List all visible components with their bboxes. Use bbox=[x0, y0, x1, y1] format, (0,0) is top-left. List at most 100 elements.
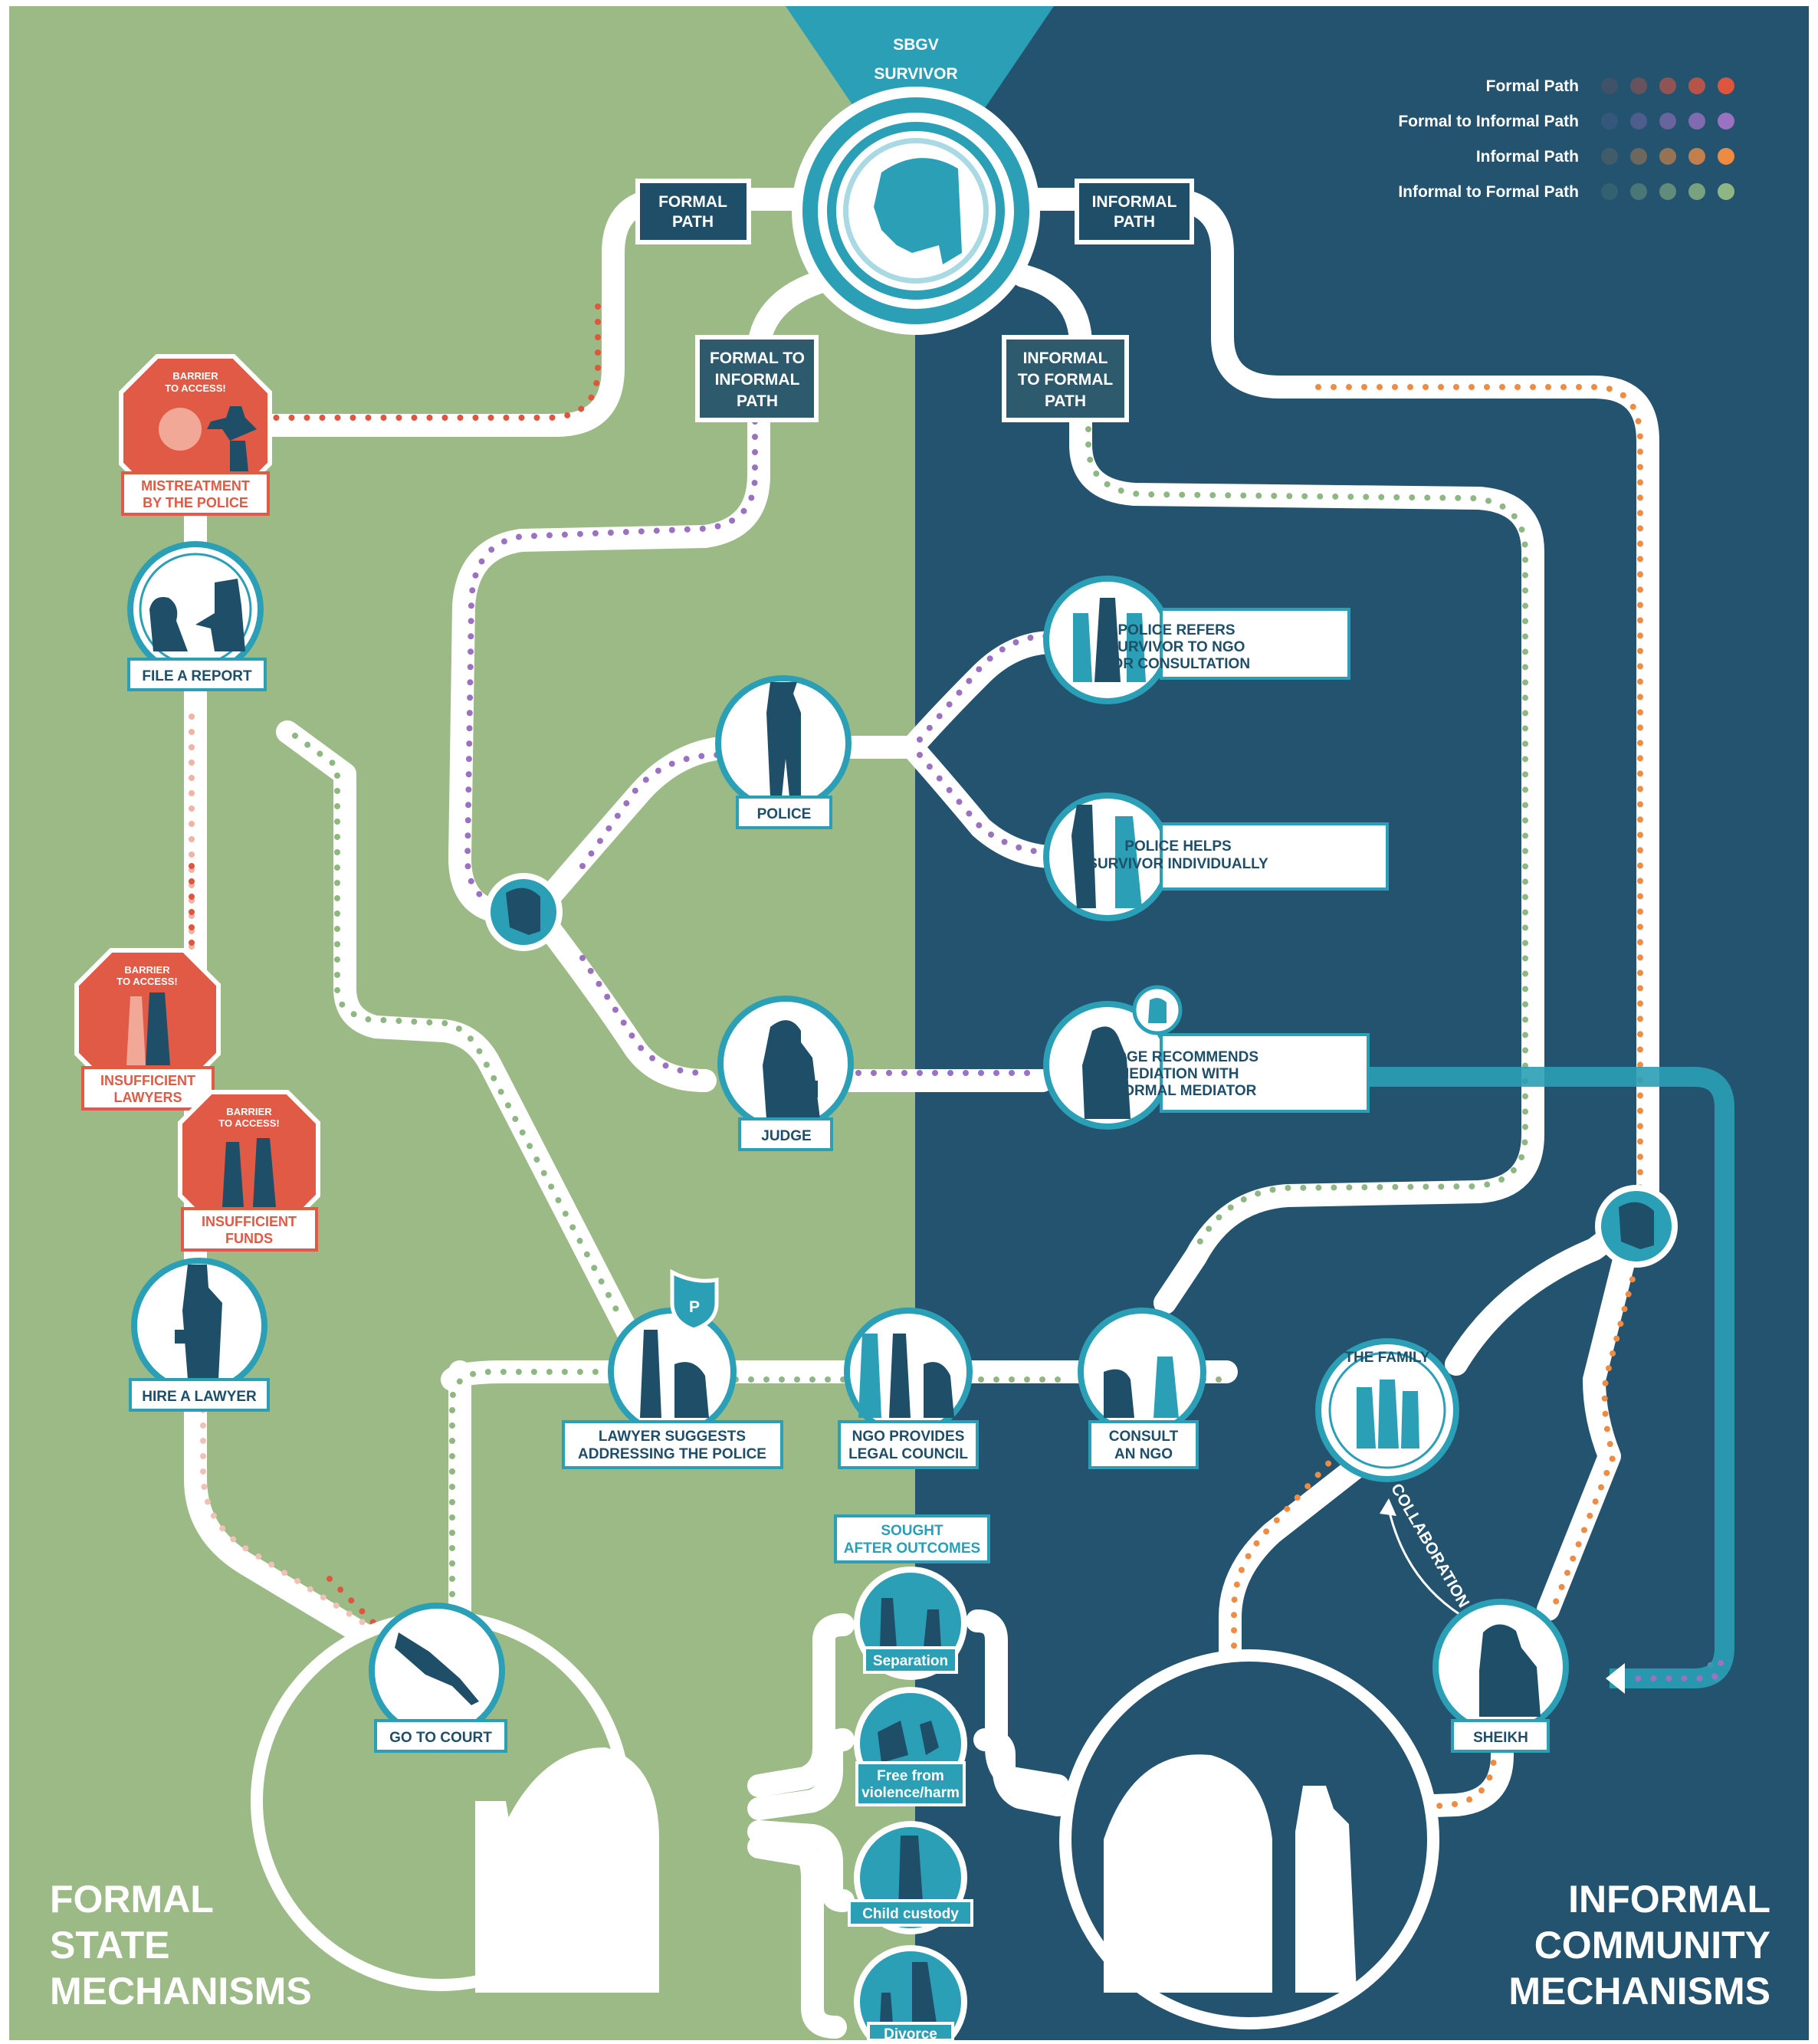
mediation-connector bbox=[1364, 1067, 1734, 1688]
survivor-informal-head-icon bbox=[1104, 1754, 1272, 1993]
report-people-icon bbox=[149, 579, 245, 651]
judge-rec-l1: JUDGE RECOMMENDS bbox=[1098, 1049, 1258, 1065]
survivor-badge: SBGV SURVIVOR bbox=[786, 6, 1054, 335]
lawyer-client-icon bbox=[889, 1334, 954, 1418]
ngo-worker-icon bbox=[858, 1334, 881, 1418]
formal-path-l1: FORMAL bbox=[658, 193, 727, 211]
formal-path-box: FORMAL PATH bbox=[635, 179, 751, 244]
legend-dot-2-1 bbox=[1630, 148, 1647, 165]
barrier-funds-heading-l1: BARRIER bbox=[226, 1106, 272, 1117]
informal-title-l3: MECHANISMS bbox=[1508, 1970, 1770, 2013]
police-refers-l2: SURVIVOR TO NGO bbox=[1108, 639, 1245, 655]
formal-to-informal-box: FORMAL TO INFORMAL PATH bbox=[695, 335, 819, 422]
survivor-head-icon bbox=[874, 158, 962, 264]
divorce-icon bbox=[880, 1962, 937, 2023]
node-ngo-legal: NGO PROVIDES LEGAL COUNCIL bbox=[838, 1307, 979, 1469]
informal-big-circle bbox=[1059, 1649, 1439, 2029]
f2i-l3: PATH bbox=[737, 392, 778, 410]
ngo-workers-icon bbox=[1073, 613, 1146, 682]
legend-dot-0-1 bbox=[1630, 77, 1647, 94]
informal-section-title: INFORMAL COMMUNITY MECHANISMS bbox=[1508, 1878, 1770, 2013]
separation-label: Separation bbox=[873, 1653, 948, 1669]
free-l2: violence/harm bbox=[861, 1785, 960, 1801]
sheikh-icon bbox=[1479, 1624, 1541, 1717]
informal-title-l2: COMMUNITY bbox=[1534, 1924, 1770, 1967]
barrier-funds: BARRIER TO ACCESS! INSUFFICIENT FUNDS bbox=[178, 1090, 320, 1252]
node-family: THE FAMILY bbox=[1315, 1338, 1459, 1482]
badge-line2: SURVIVOR bbox=[874, 65, 957, 83]
node-file-report: FILE A REPORT bbox=[127, 541, 267, 691]
police-helps-l2: SURVIVOR INDIVIDUALLY bbox=[1088, 856, 1268, 872]
legend-dot-0-0 bbox=[1601, 77, 1618, 94]
consult-ngo-l2: AN NGO bbox=[1114, 1446, 1173, 1462]
survivor-standing-icon bbox=[1115, 816, 1142, 908]
node-survivor-junction bbox=[484, 873, 563, 951]
outcomes-title-l1: SOUGHT bbox=[881, 1523, 943, 1539]
i2f-l1: INFORMAL bbox=[1023, 349, 1108, 367]
outcome-custody: Child custody bbox=[848, 1821, 973, 1934]
parking-badge-text: P bbox=[689, 1298, 700, 1316]
hire-lawyer-label: HIRE A LAWYER bbox=[142, 1389, 257, 1405]
lawyer-suggests-l1: LAWYER SUGGESTS bbox=[599, 1429, 746, 1445]
outcomes-title: SOUGHT AFTER OUTCOMES bbox=[834, 1514, 990, 1563]
go-to-court-label: GO TO COURT bbox=[389, 1730, 492, 1746]
node-judge: JUDGE bbox=[717, 996, 854, 1151]
police-refers-l3: FOR CONSULTATION bbox=[1103, 656, 1250, 672]
gavel-big-icon bbox=[552, 1870, 566, 1901]
legend-dot-3-1 bbox=[1630, 183, 1647, 200]
judge-big-icon bbox=[475, 1801, 529, 1993]
sheikh-big-icon bbox=[1295, 1786, 1357, 1993]
family-group-icon bbox=[1357, 1380, 1419, 1449]
barrier-lawyers-l2: LAWYERS bbox=[113, 1090, 182, 1105]
informal-path-l1: INFORMAL bbox=[1092, 193, 1177, 211]
lawyer-icon bbox=[146, 992, 170, 1065]
barrier-police-heading-l1: BARRIER bbox=[172, 370, 218, 382]
ngo-consultant-icon bbox=[1153, 1357, 1179, 1418]
survivor-seated-icon bbox=[1104, 1369, 1134, 1418]
outcome-separation: Separation bbox=[854, 1567, 967, 1680]
node-consult-ngo: CONSULT AN NGO bbox=[1078, 1307, 1206, 1469]
survivor-small-head-icon bbox=[506, 887, 540, 935]
officer-walking-icon bbox=[1071, 805, 1096, 908]
barrier-funds-heading-l2: TO ACCESS! bbox=[218, 1117, 279, 1129]
node-sheikh: SHEIKH bbox=[1432, 1599, 1569, 1753]
free-l1: Free from bbox=[877, 1768, 944, 1784]
mediator-head-icon bbox=[1148, 998, 1167, 1023]
separated-people-icon bbox=[880, 1598, 941, 1648]
dotted-paths bbox=[189, 303, 1720, 1812]
barrier-police: BARRIER TO ACCESS! MISTREATMENT BY THE P… bbox=[119, 354, 272, 516]
node-police-refers: POLICE REFERS SURVIVOR TO NGO FOR CONSUL… bbox=[1043, 576, 1350, 704]
legend-dot-0-4 bbox=[1718, 77, 1734, 94]
informal-path-box: INFORMAL PATH bbox=[1075, 179, 1194, 244]
legend-dot-3-2 bbox=[1659, 183, 1676, 200]
outcome-divorce: Divorce bbox=[854, 1945, 967, 2044]
node-judge-recommends: JUDGE RECOMMENDS MEDIATION WITH INFORMAL… bbox=[1043, 985, 1370, 1130]
legend-label-3: Informal to Formal Path bbox=[1398, 183, 1579, 201]
judge-rec-l3: INFORMAL MEDIATOR bbox=[1100, 1083, 1257, 1099]
family-label: THE FAMILY bbox=[1344, 1350, 1430, 1366]
node-hire-lawyer: HIRE A LAWYER bbox=[129, 1258, 270, 1412]
divorce-label: Divorce bbox=[884, 2026, 937, 2040]
legend-dot-1-1 bbox=[1630, 113, 1647, 130]
police-officer-icon bbox=[207, 406, 257, 479]
lawyer-survivor-icon bbox=[640, 1330, 709, 1418]
legend-dot-3-3 bbox=[1688, 183, 1705, 200]
police-icon bbox=[766, 682, 801, 797]
legend-dot-2-4 bbox=[1718, 148, 1734, 165]
node-go-to-court: GO TO COURT bbox=[251, 1603, 659, 1993]
i2f-l2: TO FORMAL bbox=[1018, 371, 1114, 389]
lawyer-woman-icon bbox=[182, 1265, 222, 1380]
legend-dot-2-0 bbox=[1601, 148, 1618, 165]
node-lawyer-suggests: P LAWYER SUGGESTS ADDRESSING THE POLICE bbox=[562, 1268, 783, 1469]
free-from-harm-icon bbox=[878, 1721, 939, 1763]
outcome-free: Free from violence/harm bbox=[854, 1687, 967, 1806]
formal-title-l1: FORMAL bbox=[50, 1878, 214, 1921]
f2i-l1: FORMAL TO bbox=[710, 349, 805, 367]
barrier-lawyers-heading-l2: TO ACCESS! bbox=[116, 976, 177, 987]
legend-dot-3-4 bbox=[1718, 183, 1734, 200]
informal-to-formal-box: INFORMAL TO FORMAL PATH bbox=[1002, 335, 1129, 422]
pointing-hand-icon bbox=[395, 1632, 479, 1705]
barrier-lawyers: BARRIER TO ACCESS! INSUFFICIENT LAWYERS bbox=[74, 948, 221, 1111]
police-helps-l1: POLICE HELPS bbox=[1124, 838, 1231, 855]
